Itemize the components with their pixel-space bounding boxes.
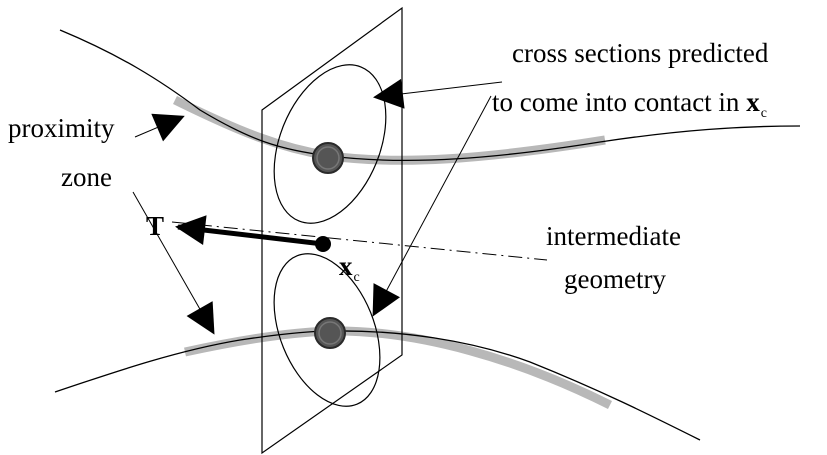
upper-cross-section: [273, 64, 387, 224]
intermediate-geometry-line: [171, 221, 548, 261]
xc-label: xc: [339, 251, 360, 285]
cross-sections-xc-symbol: x: [746, 87, 760, 117]
upper-contact-point-inner: [316, 146, 340, 170]
proximity-label-line1: proximity: [8, 113, 115, 143]
lower-cross-section: [273, 253, 381, 407]
intermediate-plane: [261, 6, 403, 455]
tangent-label: T: [146, 211, 165, 241]
cross-sections-label-line1: cross sections predicted: [512, 38, 769, 68]
cross-sections-xc-subscript: c: [760, 106, 767, 121]
cross-sections-label-line2: to come into contact in xc: [492, 87, 767, 121]
intermediate-label-line1: intermediate: [546, 221, 681, 251]
xc-label-symbol: x: [339, 251, 353, 281]
cross-sections-arrow-upper: [373, 78, 503, 109]
cross-sections-arrow-lower: [372, 95, 492, 317]
tangent-vector-arrow: [175, 215, 324, 247]
intermediate-label-line2: geometry: [564, 264, 666, 294]
proximity-arrow-upper: [134, 113, 185, 142]
lower-curve: [54, 330, 701, 441]
upper-curve: [59, 29, 801, 162]
proximity-arrow-lower: [132, 191, 215, 335]
lower-contact-point-inner: [318, 321, 342, 345]
xc-label-subscript: c: [353, 270, 360, 285]
proximity-label-line2: zone: [61, 162, 112, 192]
cross-sections-label-line2-text: to come into contact in: [492, 87, 740, 117]
